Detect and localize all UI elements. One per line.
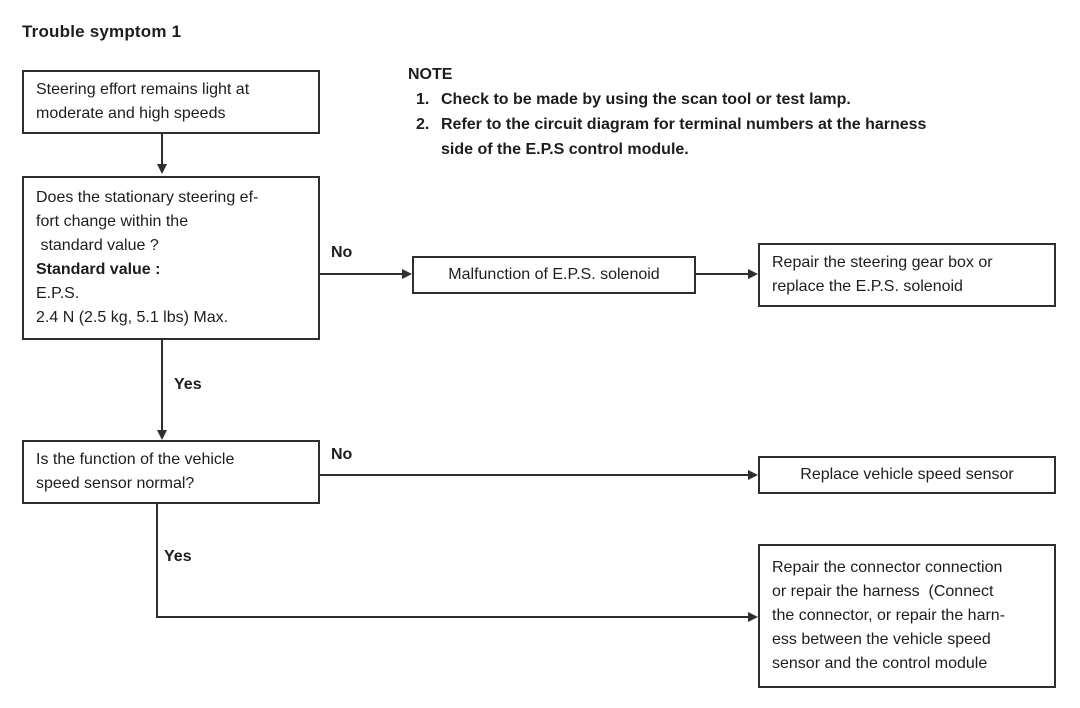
note-block: NOTE 1. Check to be made by using the sc… <box>408 62 1056 162</box>
connector-decision2-no-line <box>320 474 750 476</box>
connector-decision2-yes-hline <box>156 616 750 618</box>
connector-malfunction-to-repair-line <box>696 273 748 275</box>
connector-decision2-yes-vline <box>156 504 158 618</box>
node-decision1-standard-value: E.P.S. 2.4 N (2.5 kg, 5.1 lbs) Max. <box>36 285 229 326</box>
note-heading: NOTE <box>408 66 453 83</box>
arrowhead-right-icon <box>748 612 758 622</box>
arrowhead-right-icon <box>748 470 758 480</box>
node-decision1-question: Does the stationary steering ef- fort ch… <box>36 189 259 254</box>
page-title: Trouble symptom 1 <box>22 22 182 41</box>
note-item: 1. Check to be made by using the scan to… <box>408 87 1056 112</box>
note-item: 2. Refer to the circuit diagram for term… <box>408 112 1056 162</box>
node-replace-sensor: Replace vehicle speed sensor <box>758 456 1056 494</box>
edge-label-yes: Yes <box>164 548 192 565</box>
node-malfunction-text: Malfunction of E.P.S. solenoid <box>448 266 660 283</box>
node-repair-connector: Repair the connector connection or repai… <box>758 544 1056 688</box>
node-malfunction: Malfunction of E.P.S. solenoid <box>412 256 696 294</box>
arrowhead-down-icon <box>157 430 167 440</box>
note-item-number: 2. <box>416 116 430 133</box>
note-item-number: 1. <box>416 91 430 108</box>
node-symptom-text: Steering effort remains light at moderat… <box>36 81 250 122</box>
node-repair-connector-text: Repair the connector connection or repai… <box>772 559 1006 672</box>
connector-decision1-yes-line <box>161 340 163 430</box>
edge-label-yes: Yes <box>174 376 202 393</box>
note-item-text: Refer to the circuit diagram for termina… <box>441 116 927 158</box>
node-decision1: Does the stationary steering ef- fort ch… <box>22 176 320 340</box>
node-decision2-text: Is the function of the vehicle speed sen… <box>36 451 235 492</box>
edge-label-no: No <box>331 244 353 261</box>
node-repair-gear: Repair the steering gear box or replace … <box>758 243 1056 307</box>
connector-symptom-to-decision1-line <box>161 134 163 166</box>
note-item-text: Check to be made by using the scan tool … <box>441 91 851 108</box>
arrowhead-right-icon <box>748 269 758 279</box>
arrowhead-down-icon <box>157 164 167 174</box>
node-decision1-standard-label: Standard value : <box>36 261 161 278</box>
node-symptom: Steering effort remains light at moderat… <box>22 70 320 134</box>
node-decision2: Is the function of the vehicle speed sen… <box>22 440 320 504</box>
arrowhead-right-icon <box>402 269 412 279</box>
connector-decision1-no-line <box>320 273 404 275</box>
node-repair-gear-text: Repair the steering gear box or replace … <box>772 254 993 295</box>
edge-label-no: No <box>331 446 353 463</box>
node-replace-sensor-text: Replace vehicle speed sensor <box>800 466 1014 483</box>
